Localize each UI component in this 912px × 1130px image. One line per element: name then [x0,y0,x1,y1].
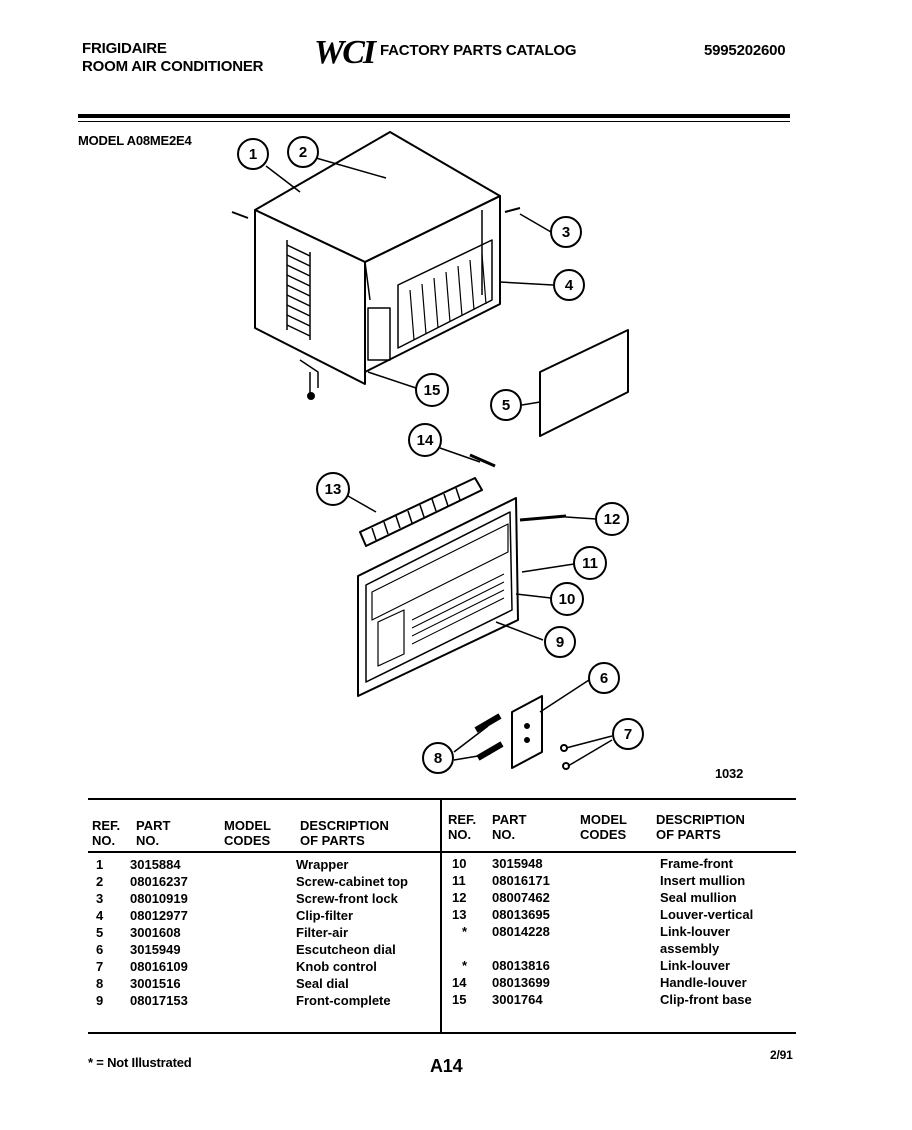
table-bottom-rule [88,1032,796,1034]
catalog-title: FACTORY PARTS CATALOG [380,42,577,59]
svg-text:12: 12 [604,511,621,528]
callout-6: 6 [588,662,620,694]
leader-lines [265,157,613,767]
table-column-divider [440,800,442,1032]
svg-text:7: 7 [624,726,632,743]
svg-text:10: 10 [559,591,576,608]
filter-drawing [539,329,629,437]
callout-12: 12 [595,502,629,536]
header-rule-thick [78,114,790,118]
svg-text:1: 1 [249,146,257,163]
escutcheon-drawing [511,695,543,769]
exploded-parts-diagram: 1 2 3 4 5 6 7 8 9 10 11 12 13 14 15 [231,131,644,774]
callout-11: 11 [573,546,607,580]
louver-drawing [359,477,483,547]
header-rule-thin [78,121,790,122]
callout-14: 14 [408,423,442,457]
callout-2: 2 [287,136,319,168]
svg-text:14: 14 [417,432,434,449]
page-number: A14 [430,1056,463,1076]
svg-text:4: 4 [565,277,574,294]
svg-text:13: 13 [325,481,342,498]
callout-4: 4 [553,269,585,301]
callout-8: 8 [422,742,454,774]
callout-5: 5 [490,389,522,421]
svg-text:5: 5 [502,397,510,414]
right-header-ref: REF.NO. [448,812,477,842]
wrapper-cabinet-drawing [231,131,521,400]
callout-1: 1 [237,138,269,170]
not-illustrated-note: * = Not Illustrated [88,1055,192,1070]
svg-text:3: 3 [562,224,570,241]
callout-13: 13 [316,472,350,506]
catalog-number: 5995202600 [704,42,786,59]
brand-name: FRIGIDAIRE [82,40,167,57]
front-panel-drawing [357,497,567,697]
svg-text:2: 2 [299,144,307,161]
brand-block: FRIGIDAIRE ROOM AIR CONDITIONER [82,40,263,76]
callout-9: 9 [544,626,576,658]
catalog-date: 2/91 [770,1048,793,1062]
callout-3: 3 [550,216,582,248]
table-header-rule [88,851,796,853]
svg-text:8: 8 [434,750,442,767]
wci-logo: WCI [314,34,376,71]
svg-text:6: 6 [600,670,608,687]
callout-10: 10 [550,582,584,616]
svg-text:9: 9 [556,634,564,651]
callout-7: 7 [612,718,644,750]
svg-text:11: 11 [582,555,598,572]
left-header-ref: REF.NO. [92,818,121,848]
table-top-rule [88,798,796,800]
figure-number: 1032 [715,766,744,781]
svg-text:15: 15 [424,382,441,399]
callout-15: 15 [415,373,449,407]
model-label: MODEL A08ME2E4 [78,133,192,148]
product-type: ROOM AIR CONDITIONER [82,58,264,75]
